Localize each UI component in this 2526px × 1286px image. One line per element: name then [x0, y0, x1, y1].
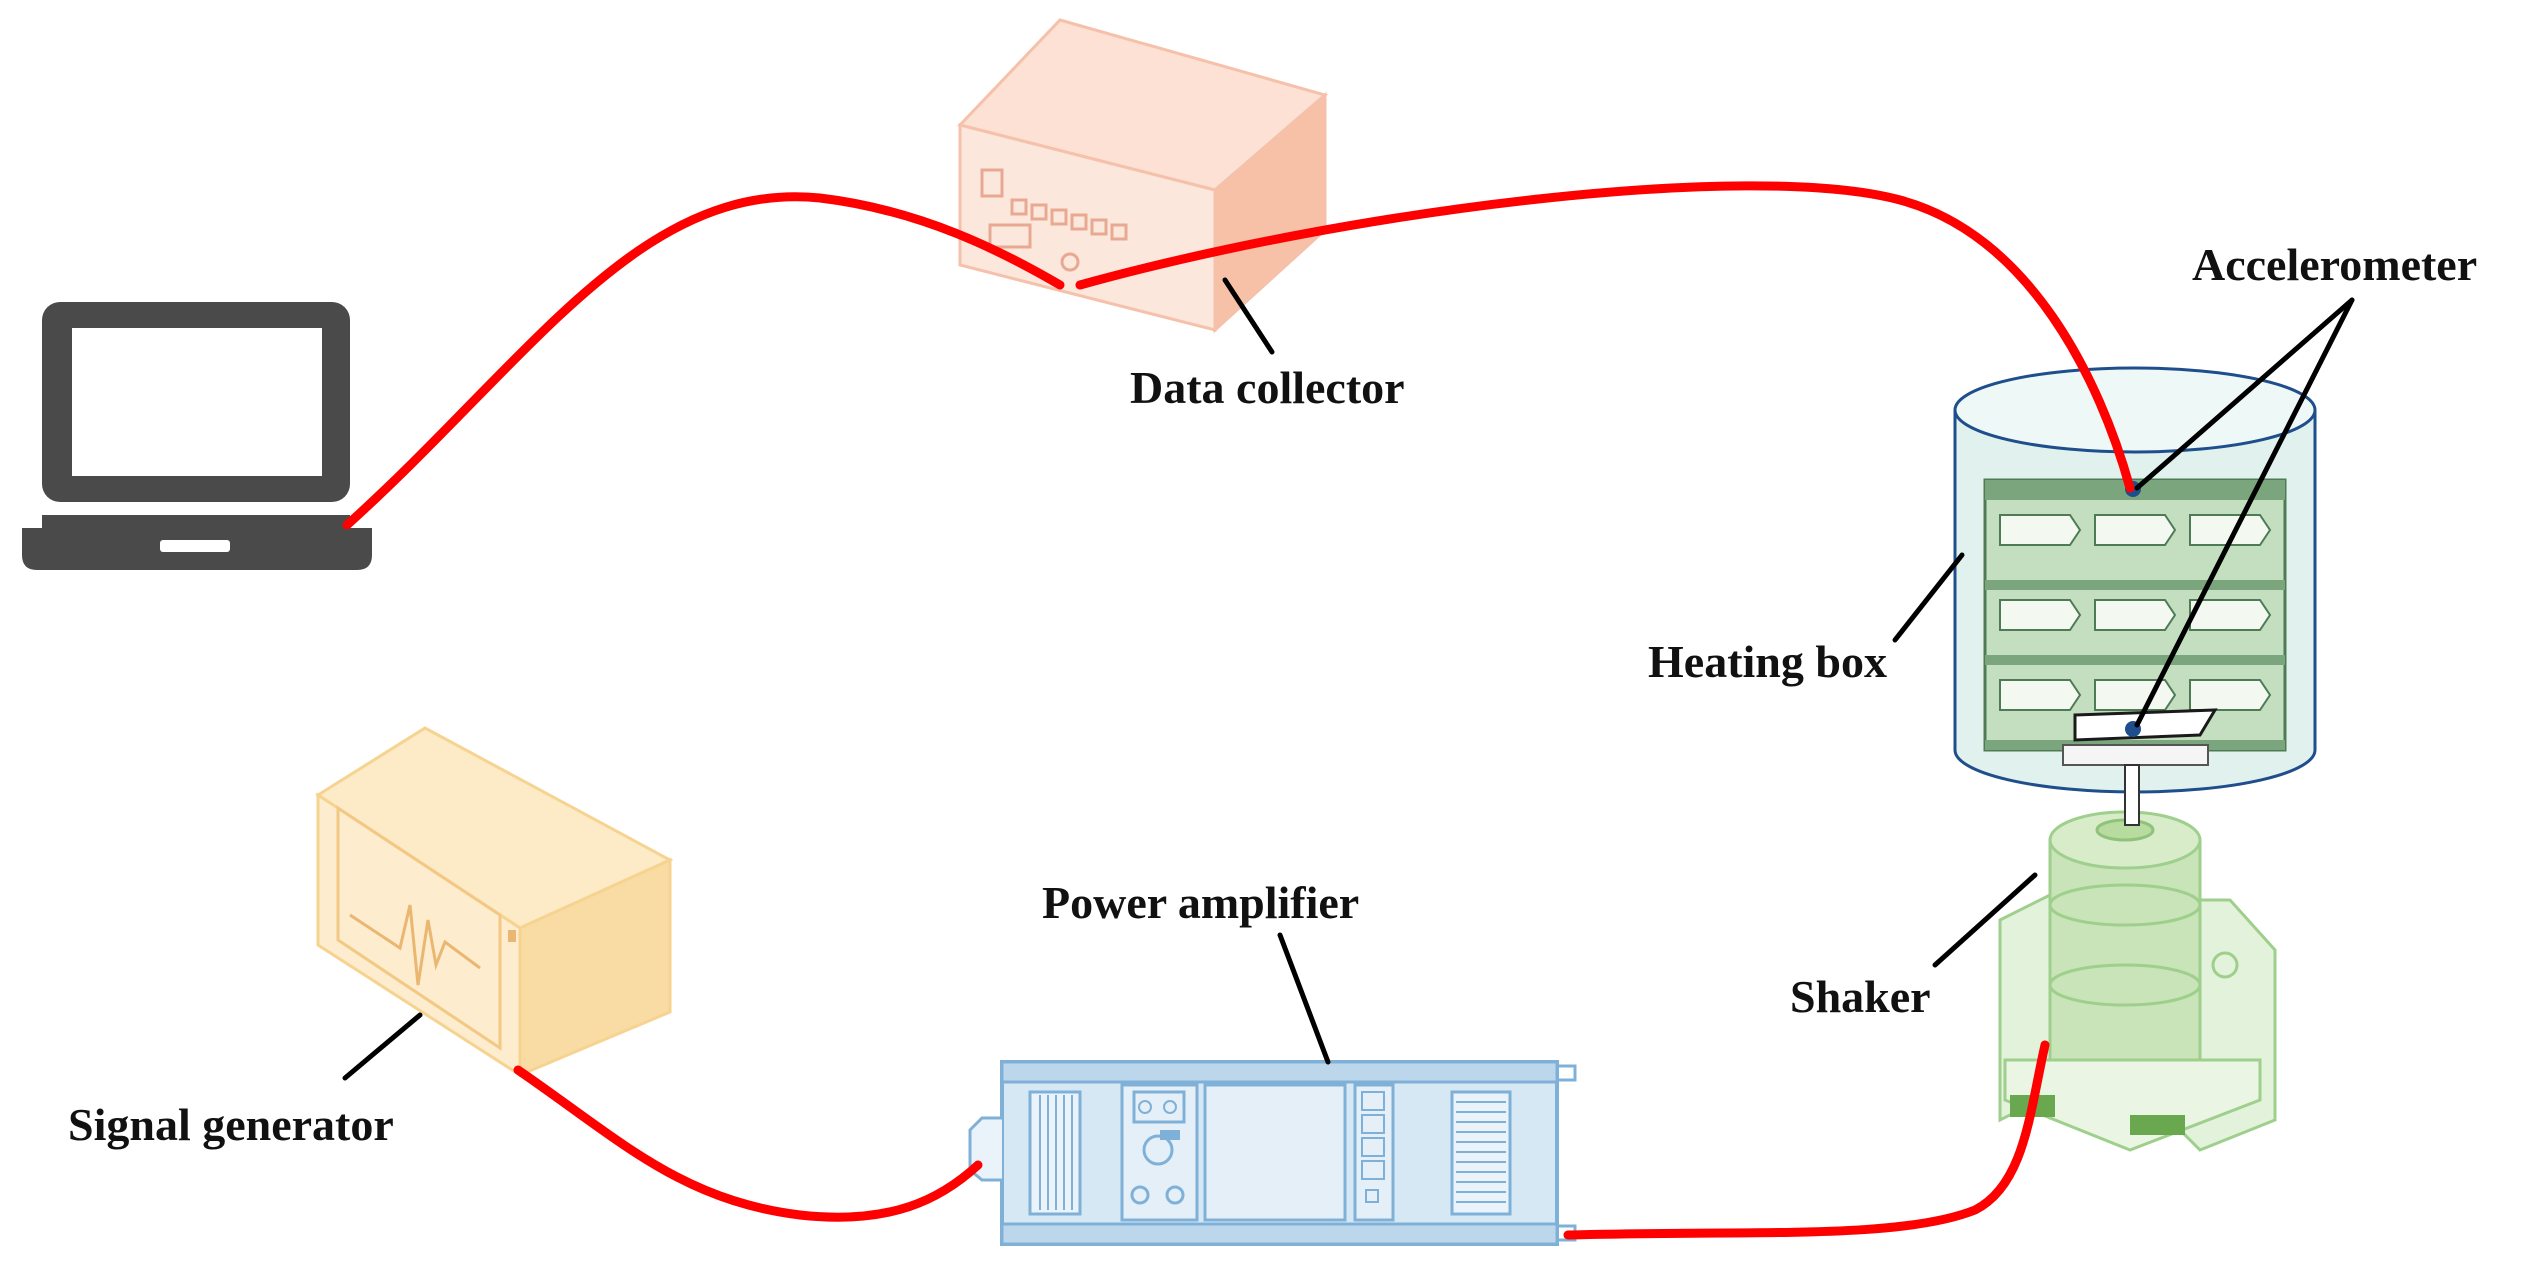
leader-heating-box [1892, 552, 1965, 643]
label-accelerometer: Accelerometer [2192, 239, 2477, 290]
signal-generator-box-icon [315, 726, 674, 1078]
data-collector-box-icon [957, 18, 1329, 334]
label-power-amplifier: Power amplifier [1042, 877, 1359, 928]
power-amplifier-rack-icon [968, 1060, 1577, 1246]
label-signal-generator: Signal generator [68, 1099, 394, 1150]
cable-power-amplifier-to-shaker [1563, 1040, 2050, 1240]
leader-accelerometer-bottom [2134, 297, 2355, 728]
leader-shaker [1932, 872, 2038, 968]
laptop-icon [22, 302, 372, 570]
label-data-collector: Data collector [1130, 362, 1405, 413]
cable-signal-generator-to-power-amplifier [513, 1065, 983, 1222]
cable-laptop-to-data-collector [342, 192, 1065, 530]
label-shaker: Shaker [1790, 971, 1931, 1022]
leader-data-collector [1222, 277, 1275, 355]
label-heating-box: Heating box [1648, 636, 1887, 687]
heating-box-cylinder-icon [1953, 366, 2317, 826]
cable-data-collector-to-heating-box [1075, 181, 2135, 493]
leader-accelerometer-top [2134, 297, 2355, 491]
leader-power-amplifier [1277, 932, 1331, 1065]
leader-signal-generator [342, 1012, 423, 1081]
shaker-icon [1998, 810, 2277, 1152]
